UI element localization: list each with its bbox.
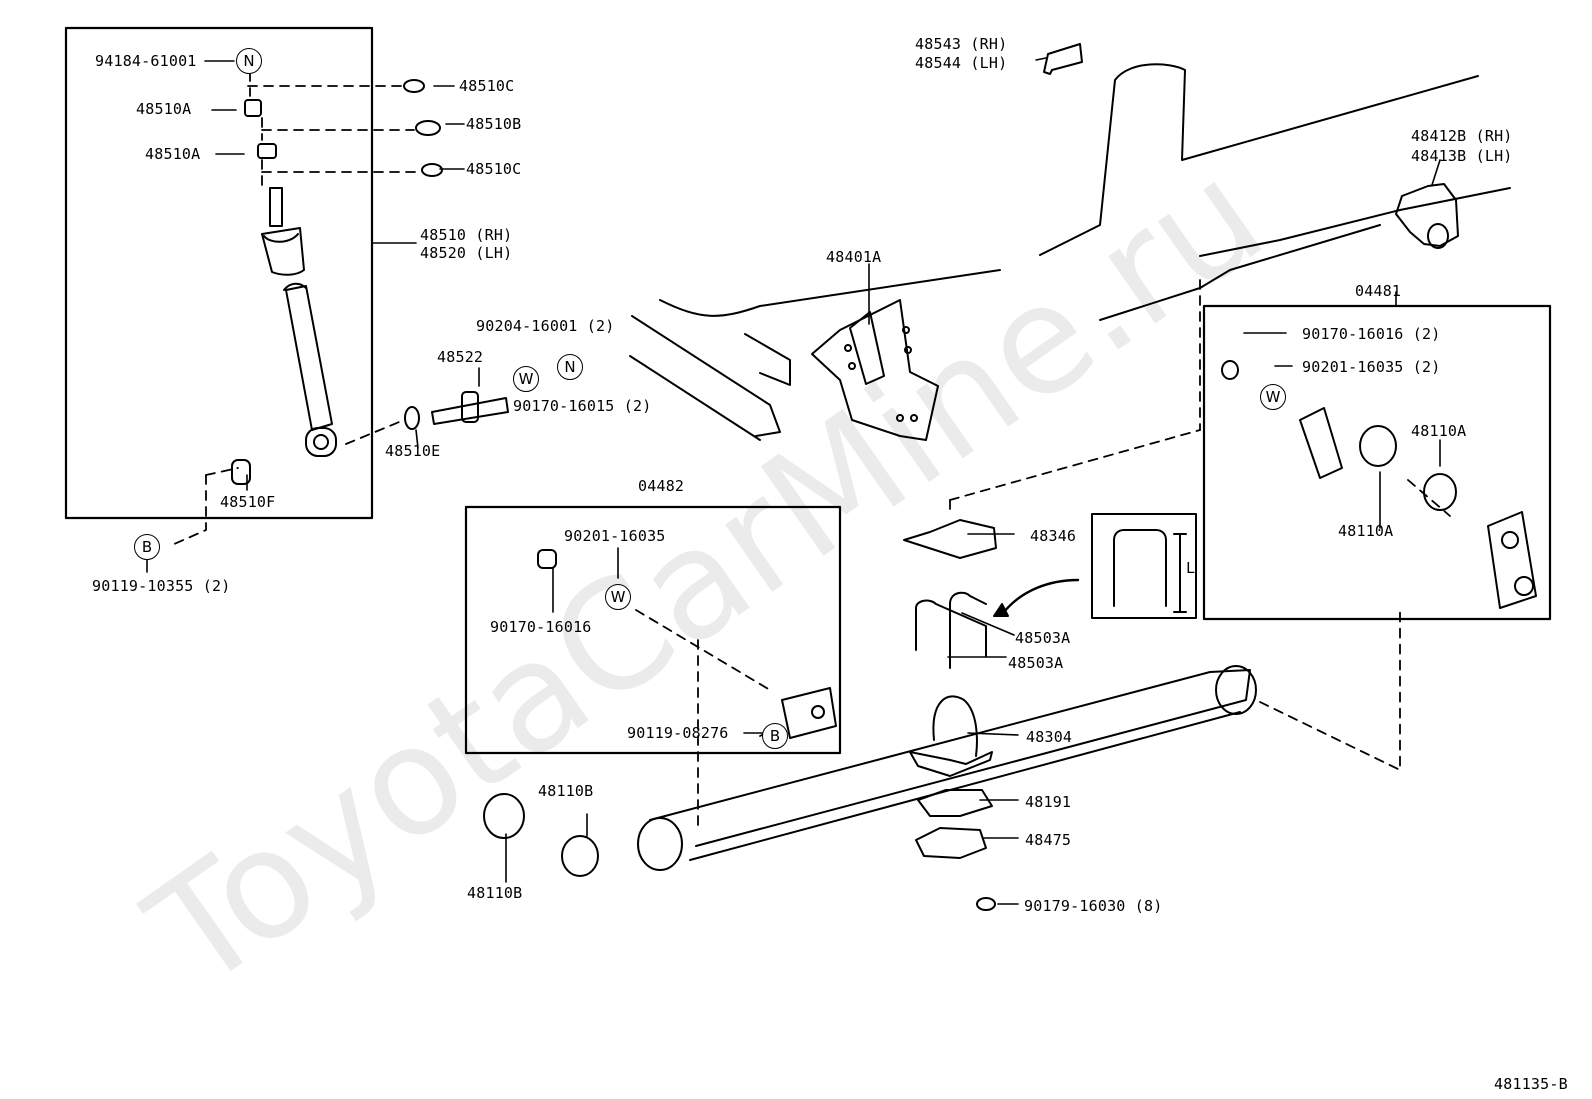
shock-absorber-drawing xyxy=(231,79,443,485)
shock-absorber-group-frame xyxy=(64,26,374,520)
label-48520-lh: 48520 (LH) xyxy=(420,244,513,262)
label-90204-16001: 90204-16001 (2) xyxy=(476,317,615,335)
u-bolts-48503a-drawing xyxy=(915,591,987,669)
bracket-48412b-drawing xyxy=(1395,183,1459,249)
bump-stopper-drawing xyxy=(909,695,993,777)
label-90179-16030: 90179-16030 (8) xyxy=(1024,897,1163,915)
symbol-n-shock: N xyxy=(236,48,262,74)
shackle-group-drawing xyxy=(1221,360,1537,609)
spacer-48191-drawing xyxy=(917,789,993,817)
label-dimension-l: L xyxy=(1186,559,1196,577)
label-48510-rh: 48510 (RH) xyxy=(420,226,513,244)
bracket-48543-drawing xyxy=(1043,43,1083,75)
label-48510f: 48510F xyxy=(220,493,276,511)
leaf-spring-drawing xyxy=(637,665,1257,871)
label-94184-61001: 94184-61001 xyxy=(95,52,197,70)
spring-bolt-48522-drawing xyxy=(431,391,509,425)
label-48475: 48475 xyxy=(1025,831,1072,849)
label-48510c-lower: 48510C xyxy=(466,160,522,178)
label-04482: 04482 xyxy=(638,477,685,495)
label-90170-16015: 90170-16015 (2) xyxy=(513,397,652,415)
label-48510c-top: 48510C xyxy=(459,77,515,95)
label-04481: 04481 xyxy=(1355,282,1402,300)
group-04481-frame xyxy=(1202,304,1552,621)
bushings-48110b-drawing xyxy=(483,793,599,877)
u-bolt-arrow xyxy=(1002,578,1080,614)
label-90119-10355: 90119-10355 (2) xyxy=(92,577,231,595)
symbol-b-04482: B xyxy=(762,723,788,749)
label-48510e: 48510E xyxy=(385,442,441,460)
label-48110b-upper: 48110B xyxy=(538,782,594,800)
nut-90179-drawing xyxy=(976,897,996,911)
label-48304: 48304 xyxy=(1026,728,1073,746)
symbol-w-washer: W xyxy=(513,366,539,392)
symbol-w-04481: W xyxy=(1260,384,1286,410)
label-48346: 48346 xyxy=(1030,527,1077,545)
frame-rail-outline xyxy=(629,63,1511,441)
label-48110b-lower: 48110B xyxy=(467,884,523,902)
label-48191: 48191 xyxy=(1025,793,1072,811)
label-90170-16016-a: 90170-16016 (2) xyxy=(1302,325,1441,343)
dashed-leaders xyxy=(171,71,1451,831)
label-90201-16035-a: 90201-16035 (2) xyxy=(1302,358,1441,376)
label-48110a-lower: 48110A xyxy=(1338,522,1394,540)
label-48510b: 48510B xyxy=(466,115,522,133)
label-48412b-rh: 48412B (RH) xyxy=(1411,127,1513,145)
label-48401a: 48401A xyxy=(826,248,882,266)
pad-48475-drawing xyxy=(915,827,987,859)
label-48522: 48522 xyxy=(437,348,484,366)
label-48503a-lower: 48503A xyxy=(1008,654,1064,672)
symbol-w-04482: W xyxy=(605,584,631,610)
hanger-bracket-drawing xyxy=(811,299,939,441)
label-90119-08276: 90119-08276 xyxy=(627,724,729,742)
label-48413b-lh: 48413B (LH) xyxy=(1411,147,1513,165)
symbol-n-nut: N xyxy=(557,354,583,380)
spring-seat-48346-drawing xyxy=(903,519,997,559)
u-bolt-detail-drawing xyxy=(1113,529,1187,613)
label-48110a-upper: 48110A xyxy=(1411,422,1467,440)
label-48510a-top: 48510A xyxy=(136,100,192,118)
symbol-b-shock: B xyxy=(134,534,160,560)
label-48503a-upper: 48503A xyxy=(1015,629,1071,647)
shackle-04482-drawing xyxy=(537,549,837,739)
group-04482-frame xyxy=(464,505,842,755)
label-48544-lh: 48544 (LH) xyxy=(915,54,1008,72)
solid-leaders xyxy=(146,57,1441,905)
label-48543-rh: 48543 (RH) xyxy=(915,35,1008,53)
diagram-code: 481135-B xyxy=(1494,1075,1568,1093)
label-48510a-lower: 48510A xyxy=(145,145,201,163)
u-bolt-dimension-frame xyxy=(1091,513,1197,619)
label-90201-16035-b: 90201-16035 xyxy=(564,527,666,545)
label-90170-16016-b: 90170-16016 xyxy=(490,618,592,636)
